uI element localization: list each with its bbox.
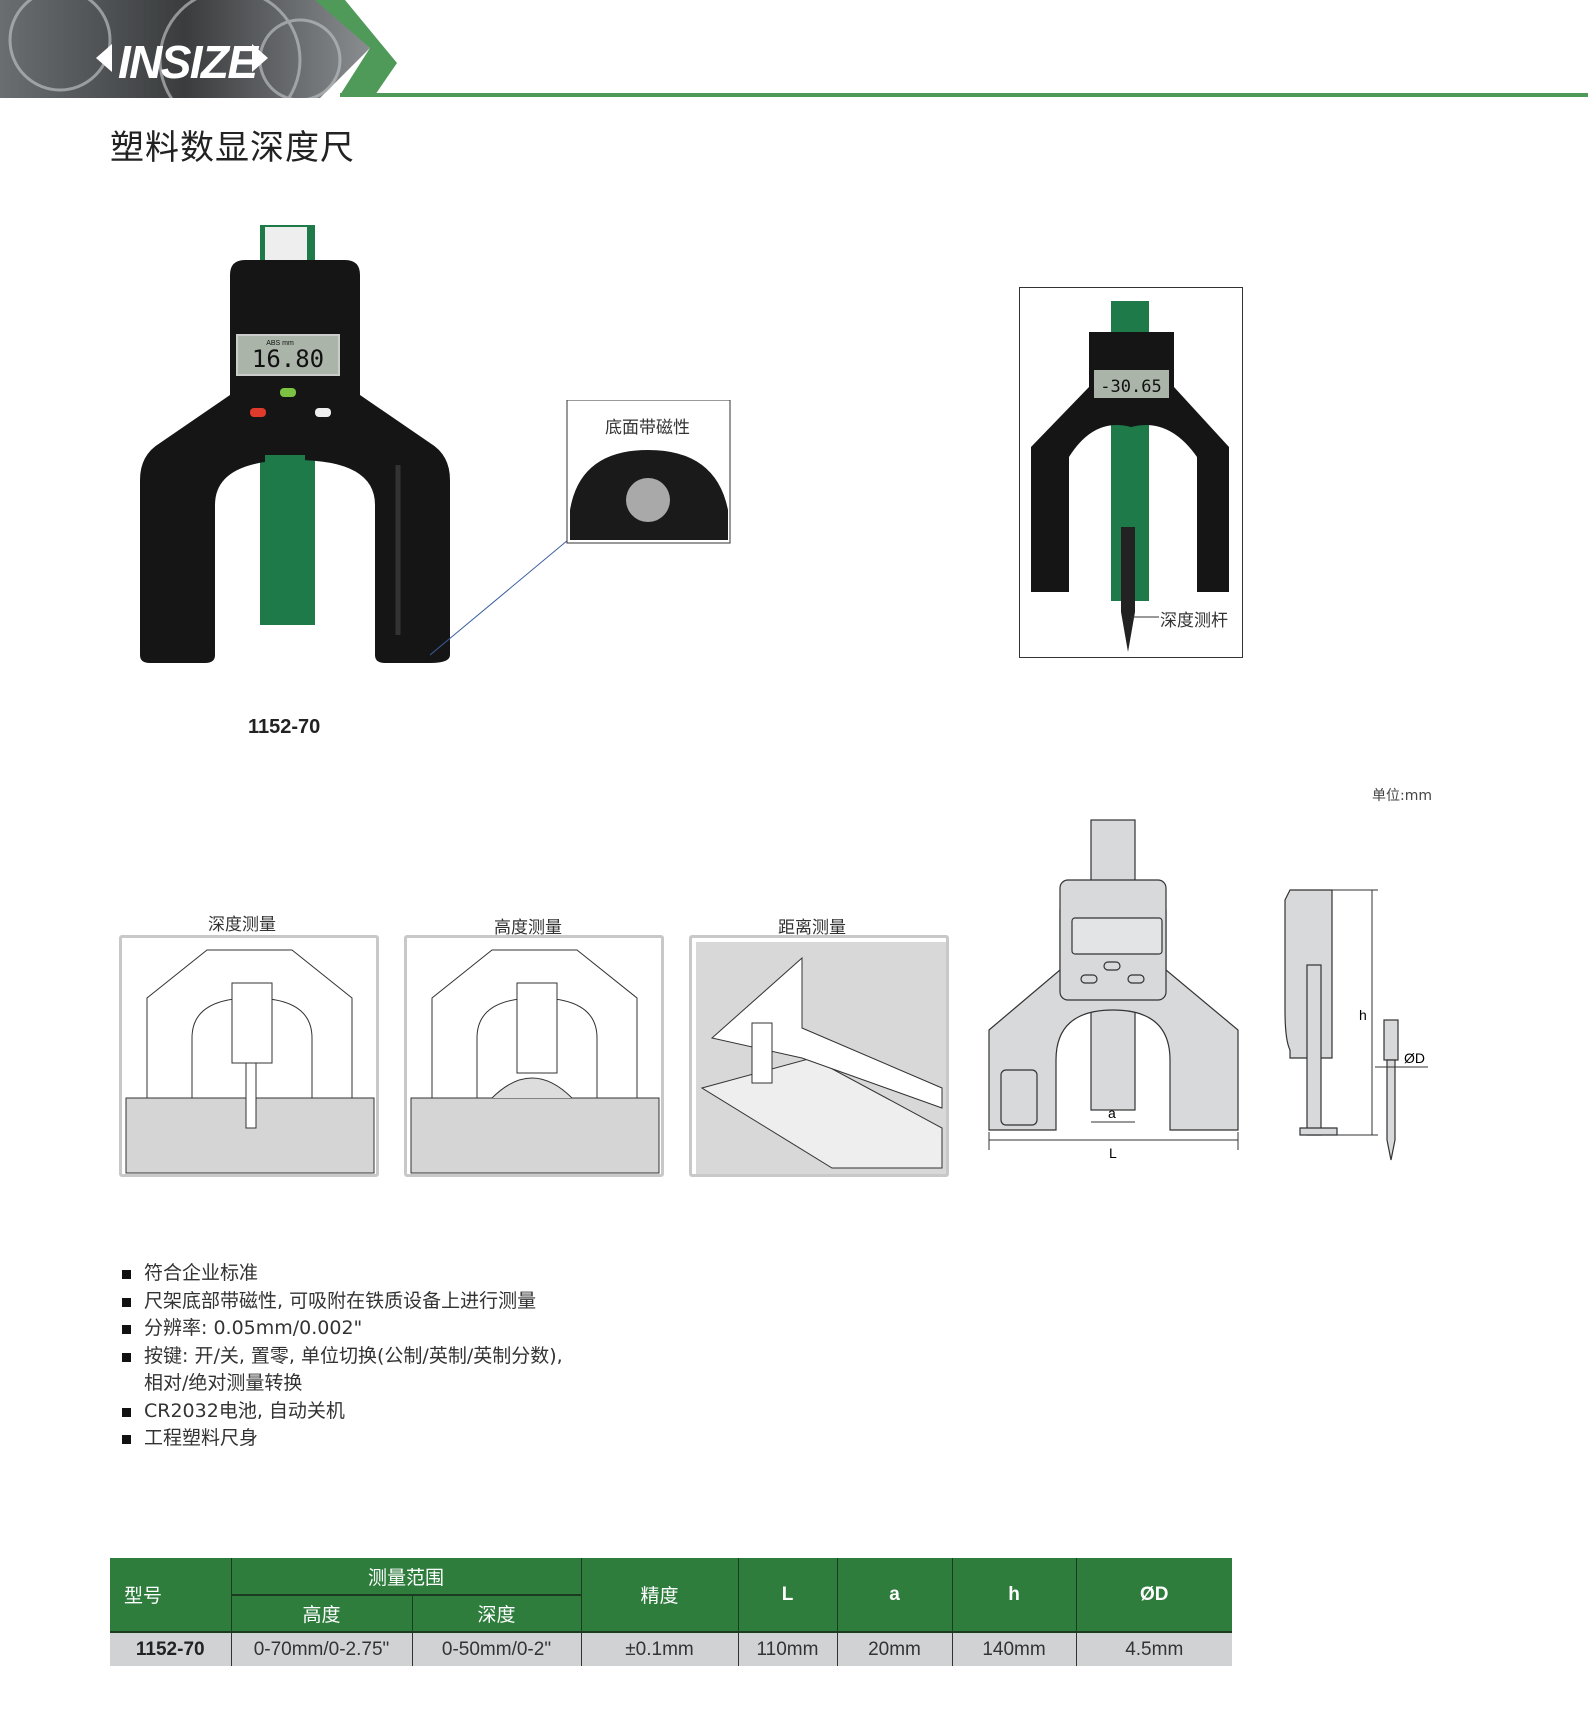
magnet-inset (430, 400, 731, 656)
header-banner: INSIZE (0, 0, 1588, 98)
th-L: L (738, 1558, 838, 1632)
cell-accuracy: ±0.1mm (581, 1631, 739, 1666)
page-title: 塑料数显深度尺 (110, 128, 355, 168)
dim-a: a (1108, 1105, 1116, 1121)
dimension-drawing: a L h ØD (988, 819, 1428, 1161)
lcd-reading: 16.80 (252, 345, 324, 373)
illustration-label: 距离测量 (778, 918, 846, 938)
feature-item: 尺架底部带磁性, 可吸附在铁质设备上进行测量 (120, 1288, 563, 1316)
feature-item: 分辨率: 0.05mm/0.002" (120, 1315, 563, 1343)
unit-label: 单位:mm (1372, 788, 1432, 804)
probe-photo: -30.65 (1019, 287, 1243, 658)
dim-L: L (1109, 1145, 1117, 1161)
model-number: 1152-70 (248, 716, 321, 738)
height-measurement-illustration (404, 935, 664, 1177)
th-accuracy: 精度 (581, 1558, 739, 1632)
lcd-reading: -30.65 (1100, 377, 1161, 397)
inset-label: 底面带磁性 (605, 418, 690, 438)
probe-label: 深度测杆 (1160, 611, 1228, 631)
cell-L: 110mm (738, 1631, 838, 1666)
feature-item: CR2032电池, 自动关机 (120, 1398, 563, 1426)
feature-item: 按键: 开/关, 置零, 单位切换(公制/英制/英制分数), (120, 1343, 563, 1371)
th-model: 型号 (110, 1558, 232, 1632)
feature-list: 符合企业标准 尺架底部带磁性, 可吸附在铁质设备上进行测量 分辨率: 0.05m… (120, 1260, 563, 1453)
illustration-label: 高度测量 (494, 918, 562, 938)
cell-a: 20mm (837, 1631, 953, 1666)
depth-gauge-photo: ABS mm 16.80 (140, 225, 450, 663)
th-range: 测量范围 (231, 1558, 582, 1596)
depth-measurement-illustration (119, 935, 379, 1177)
table-row: 1152-70 0-70mm/0-2.75" 0-50mm/0-2" ±0.1m… (110, 1631, 1232, 1666)
spec-table: 型号 测量范围 精度 L a h ØD 高度 深度 1152-70 0-70mm… (110, 1558, 1232, 1666)
cell-height: 0-70mm/0-2.75" (231, 1631, 413, 1666)
dim-h: h (1359, 1007, 1367, 1023)
th-h: h (952, 1558, 1077, 1632)
cell-model: 1152-70 (110, 1631, 232, 1666)
distance-measurement-illustration (689, 935, 949, 1177)
feature-item: 工程塑料尺身 (120, 1425, 563, 1453)
th-depth: 深度 (412, 1595, 582, 1632)
cell-h: 140mm (952, 1631, 1077, 1666)
lcd-units: ABS mm (266, 340, 294, 347)
cell-D: 4.5mm (1076, 1631, 1232, 1666)
th-height: 高度 (231, 1595, 413, 1632)
dim-D: ØD (1404, 1050, 1425, 1066)
illustration-label: 深度测量 (208, 915, 276, 935)
feature-item: 符合企业标准 (120, 1260, 563, 1288)
th-D: ØD (1076, 1558, 1232, 1632)
brand-logo: INSIZE (118, 36, 259, 88)
feature-item-continuation: 相对/绝对测量转换 (144, 1372, 303, 1394)
cell-depth: 0-50mm/0-2" (412, 1631, 582, 1666)
th-a: a (837, 1558, 953, 1632)
